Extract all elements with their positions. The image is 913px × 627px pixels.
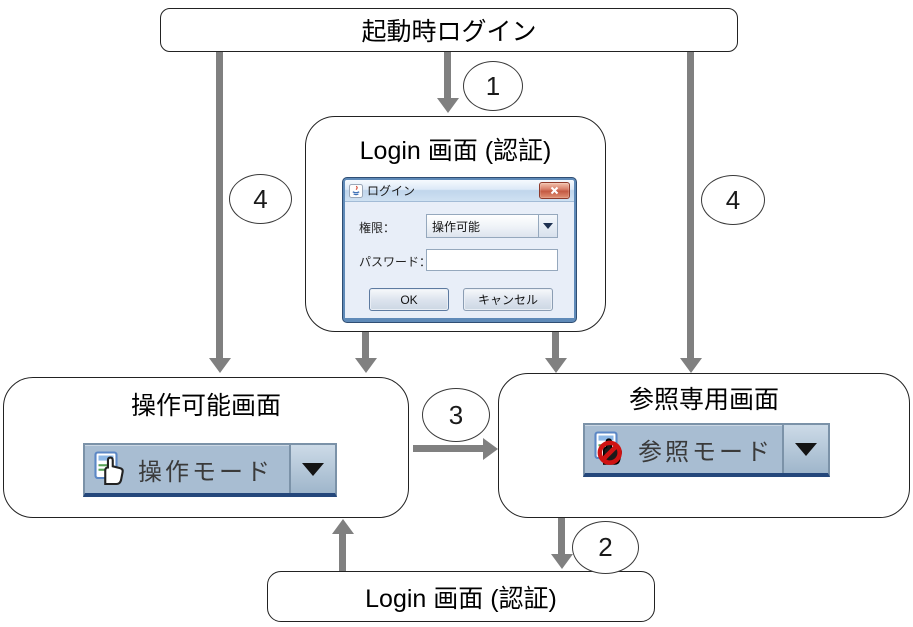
role-selected-value: 操作可能 [432,219,481,234]
cancel-button[interactable]: キャンセル [463,288,553,311]
step-badge-4-right: 4 [701,175,765,225]
node-title: 参照専用画面 [628,386,779,414]
hand-cursor-icon [94,451,130,487]
close-button[interactable] [539,182,570,199]
password-label: パスワード： [359,255,432,269]
java-icon [349,183,363,198]
login-dialog: ログイン 権限： 操作可能 パスワード： OK キャンセル [343,178,576,322]
close-icon [550,186,559,195]
dropdown-arrow-icon[interactable] [289,445,335,493]
operable-mode-select[interactable]: 操作モード [83,443,337,497]
readonly-mode-select[interactable]: 参照モード [583,423,830,477]
node-startup-login: 起動時ログイン [160,8,738,52]
node-title: 操作可能画面 [130,392,281,420]
dialog-titlebar[interactable]: ログイン [345,180,574,202]
mode-label: 操作モード [138,458,273,486]
step-badge-4-left: 4 [229,174,292,224]
node-login-screen-bottom: Login 画面 (認証) [267,571,655,622]
node-title: 起動時ログイン [361,18,537,46]
chevron-down-icon[interactable] [538,215,557,237]
node-title: Login 画面 (認証) [365,584,557,613]
ok-button[interactable]: OK [369,288,449,311]
role-combobox[interactable]: 操作可能 [426,214,558,238]
step-badge-3: 3 [422,388,490,442]
password-input[interactable] [426,249,558,271]
dropdown-arrow-icon[interactable] [782,425,828,473]
dialog-title: ログイン [367,184,416,198]
step-badge-1: 1 [463,61,523,111]
role-label: 権限： [359,221,396,235]
step-badge-2: 2 [572,521,639,574]
mode-label: 参照モード [638,438,773,466]
node-title: Login 画面 (認証) [359,137,552,165]
prohibition-icon [594,431,630,467]
